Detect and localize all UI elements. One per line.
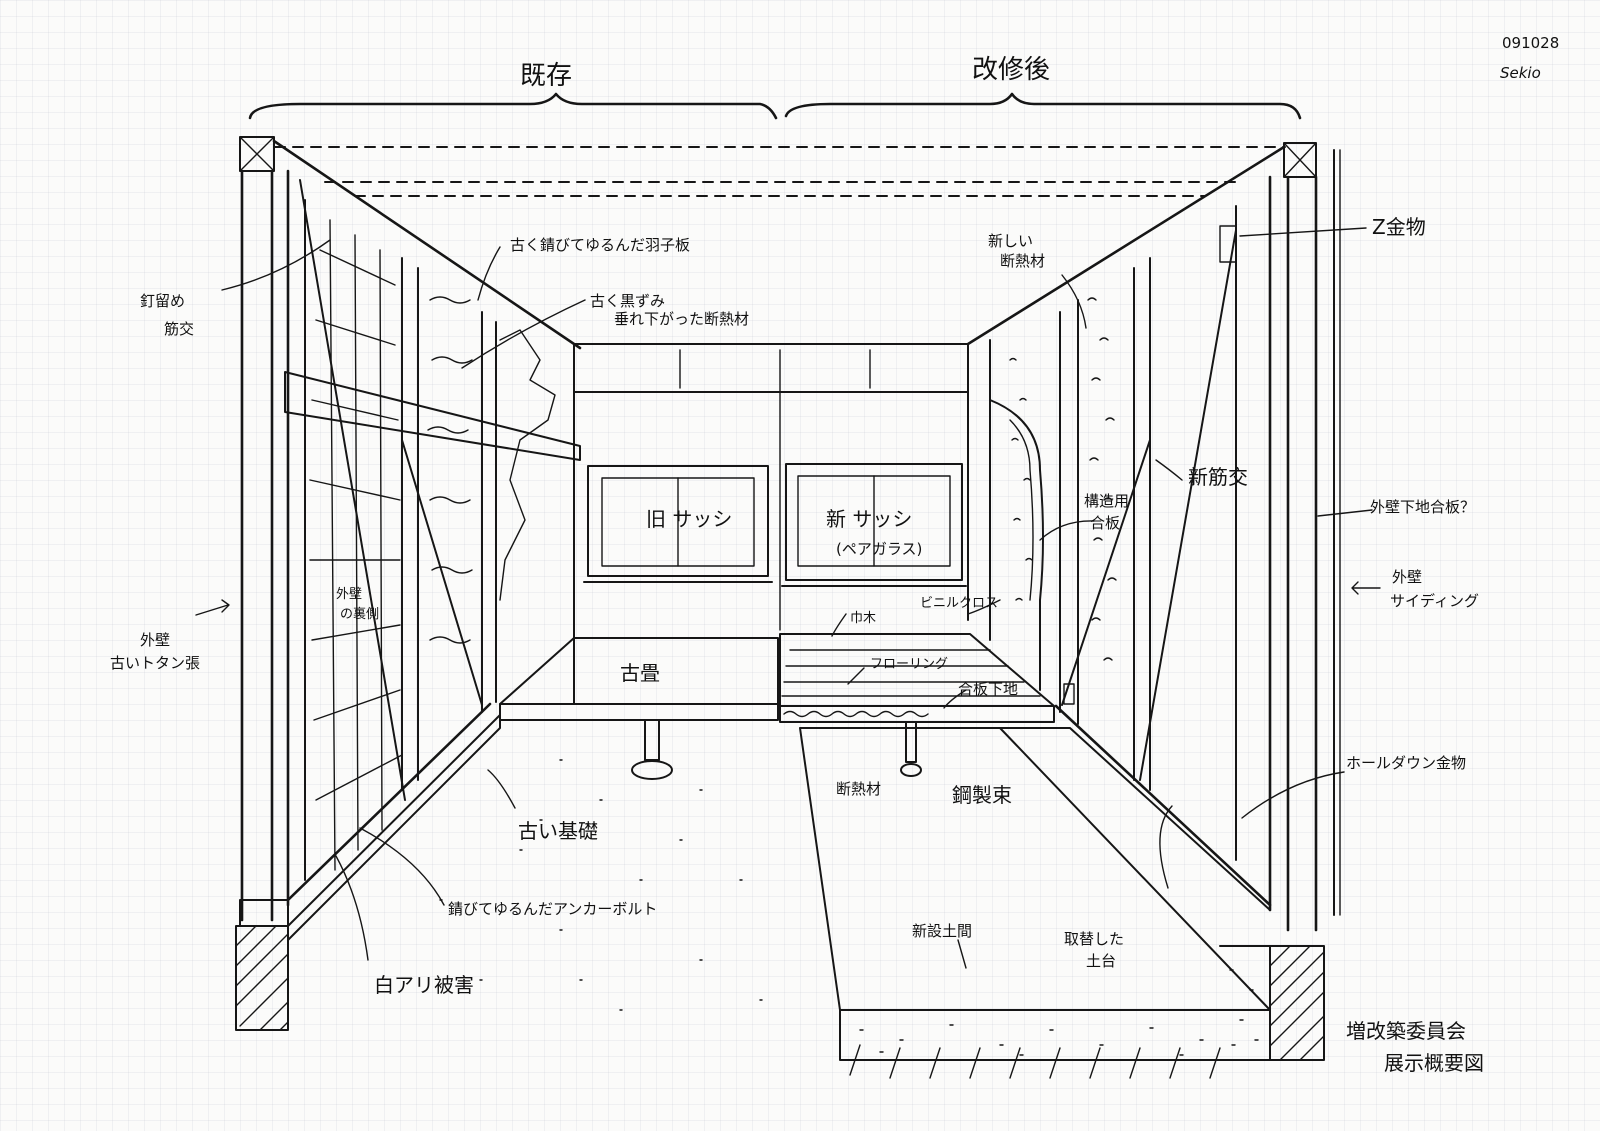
label-rusted-anchor: 錆びてゆるんだアンカーボルト [448, 900, 657, 918]
label-new-insulation-1: 新しい [988, 232, 1033, 250]
label-replaced-sill-2: 土台 [1086, 952, 1116, 970]
label-baseboard: 巾木 [850, 611, 876, 626]
label-old-tatami: 古畳 [620, 661, 660, 685]
label-committee-2: 展示概要図 [1384, 1051, 1484, 1075]
label-structural-plywood-2: 合板 [1090, 514, 1120, 532]
label-new-earth-floor: 新設土間 [912, 922, 972, 940]
label-nail-brace-1: 釘留め [140, 292, 185, 310]
label-old-board: 古く錆びてゆるんだ羽子板 [510, 236, 690, 254]
text-labels: 091028 Sekio 既存 改修後 釘留め 筋交 古く錆びてゆるんだ羽子板 … [110, 34, 1559, 1075]
label-exterior-siding-1: 外壁 [1392, 568, 1422, 586]
ceiling-lines [274, 146, 1286, 197]
leader-lines [195, 227, 1381, 969]
label-nail-brace-2: 筋交 [164, 320, 194, 338]
label-plywood-base: 合板下地 [958, 680, 1018, 698]
label-new-insulation-2: 断熱材 [1000, 252, 1045, 270]
label-old-foundation: 古い基礎 [518, 819, 598, 843]
label-new-sash-2: (ペアガラス) [836, 540, 922, 558]
label-steel-post: 鋼製束 [952, 783, 1012, 807]
label-exterior-siding-2: サイディング [1390, 592, 1479, 610]
label-old-sash: 旧 サッシ [646, 507, 732, 531]
floor-existing [439, 637, 779, 1011]
label-old-insulation-2: 垂れ下がった断熱材 [614, 310, 749, 328]
label-structural-plywood-1: 構造用 [1084, 492, 1129, 510]
label-insulation: 断熱材 [836, 780, 881, 798]
label-vinyl-cloth: ビニルクロス [920, 596, 998, 611]
label-flooring: フローリング [870, 657, 948, 672]
floor-renovated [779, 633, 1271, 1079]
header-existing: 既存 [520, 61, 572, 91]
label-termite: 白アリ被害 [374, 973, 474, 997]
label-new-brace: 新筋交 [1188, 465, 1248, 489]
label-exterior-base-plywood: 外壁下地合板？ [1370, 498, 1475, 516]
right-wall [966, 142, 1341, 1061]
label-holdown: ホールダウン金物 [1346, 754, 1466, 772]
label-wall-back-2: の裏側 [340, 607, 379, 622]
label-exterior-wall-old-2: 古いトタン張 [110, 654, 200, 672]
back-wall [573, 343, 969, 705]
label-z-hardware: Z金物 [1372, 215, 1426, 239]
header-renovated: 改修後 [972, 55, 1050, 85]
label-replaced-sill-1: 取替した [1064, 930, 1124, 948]
brace-existing [248, 92, 778, 120]
label-wall-back-1: 外壁 [336, 587, 362, 602]
date-code: 091028 [1502, 34, 1559, 52]
label-old-insulation-1: 古く黒ずみ [590, 292, 665, 310]
label-exterior-wall-old-1: 外壁 [140, 631, 170, 649]
label-new-sash-1: 新 サッシ [826, 507, 912, 531]
brace-renovated [784, 92, 1302, 120]
left-wall [235, 136, 582, 1031]
label-committee-1: 増改築委員会 [1346, 1019, 1466, 1043]
author-signature: Sekio [1500, 64, 1541, 82]
